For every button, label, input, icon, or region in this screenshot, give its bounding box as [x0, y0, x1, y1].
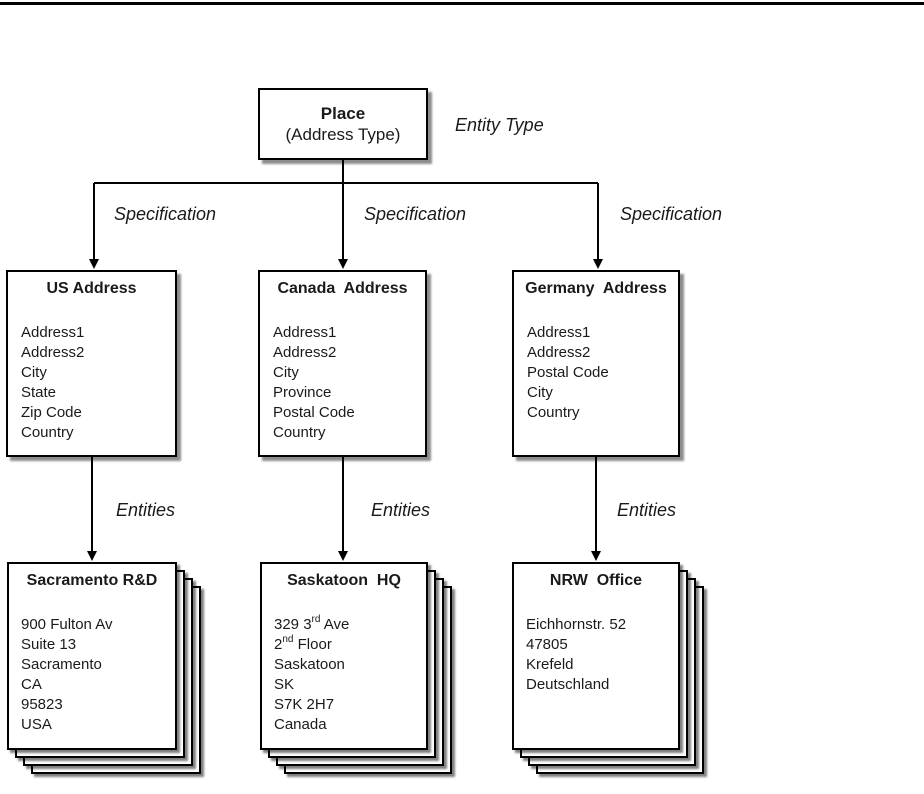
- specification-label-canada: Specification: [364, 204, 467, 224]
- text-line: Address1: [21, 324, 85, 341]
- entity-type-node-place: Place (Address Type): [258, 88, 428, 160]
- text-line: 47805: [526, 636, 568, 653]
- text-line: Zip Code: [21, 404, 82, 421]
- text-line: City: [273, 364, 299, 381]
- text-line: Deutschland: [526, 676, 610, 693]
- text-line: City: [527, 384, 553, 401]
- text-line: Address2: [273, 344, 337, 361]
- text-line: Country: [21, 424, 74, 441]
- text-line: CA: [21, 676, 42, 693]
- entity-card-title: Saskatoon HQ: [287, 572, 401, 589]
- arrowhead-icon: [87, 551, 97, 561]
- text-line: Address1: [273, 324, 337, 341]
- text-line: 95823: [21, 696, 63, 713]
- arrowhead-icon: [591, 551, 601, 561]
- text-line: Canada: [274, 716, 327, 733]
- arrowhead-icon: [593, 259, 603, 269]
- type-box-title: Germany Address: [525, 280, 667, 297]
- text-line: Address2: [21, 344, 85, 361]
- text-line: Krefeld: [526, 656, 574, 673]
- entity-card-title: NRW Office: [549, 572, 643, 589]
- entities-label-us: Entities: [116, 500, 176, 520]
- text-line: Suite 13: [21, 636, 77, 653]
- text-line: Eichhornstr. 52: [526, 616, 627, 633]
- specification-label-us: Specification: [114, 204, 217, 224]
- entity-type-qualifier: (Address Type): [285, 125, 401, 144]
- arrowhead-icon: [338, 259, 348, 269]
- entity-card-title: Sacramento R&D: [26, 572, 158, 589]
- text-line: Country: [527, 404, 580, 421]
- entities-label-germany: Entities: [617, 500, 677, 520]
- page-top-rule: [0, 2, 924, 5]
- text-line: 900 Fulton Av: [21, 616, 113, 633]
- text-line: SK: [274, 676, 295, 693]
- text-line: Postal Code: [273, 404, 355, 421]
- text-line: Address1: [527, 324, 591, 341]
- text-line: City: [21, 364, 47, 381]
- entity-stack-sacramento: Sacramento R&D 900 Fulton Av Suite 13 Sacr…: [7, 562, 207, 782]
- text-line: State: [21, 384, 57, 401]
- text-line: Postal Code: [527, 364, 609, 381]
- text-line: USA: [21, 716, 52, 733]
- entity-type-label: Entity Type: [455, 115, 544, 135]
- text-line: 329 3rd Ave: [274, 614, 350, 634]
- text-line: S7K 2H7: [274, 696, 335, 713]
- arrowhead-icon: [338, 551, 348, 561]
- entity-card-sacramento: Sacramento R&D 900 Fulton Av Suite 13 Sacr…: [7, 562, 177, 750]
- specification-label-germany: Specification: [620, 204, 723, 224]
- type-box-title: Canada Address: [277, 280, 408, 297]
- entity-type-name: Place: [320, 104, 366, 123]
- entities-label-canada: Entities: [371, 500, 431, 520]
- text-line: Country: [273, 424, 326, 441]
- text-line: Sacramento: [21, 656, 102, 673]
- text-line: Saskatoon: [274, 656, 345, 673]
- type-box-title: US Address: [46, 280, 137, 297]
- arrowhead-icon: [89, 259, 99, 269]
- text-line: 2nd Floor: [274, 634, 332, 654]
- text-line: Province: [273, 384, 332, 401]
- text-line: Address2: [527, 344, 591, 361]
